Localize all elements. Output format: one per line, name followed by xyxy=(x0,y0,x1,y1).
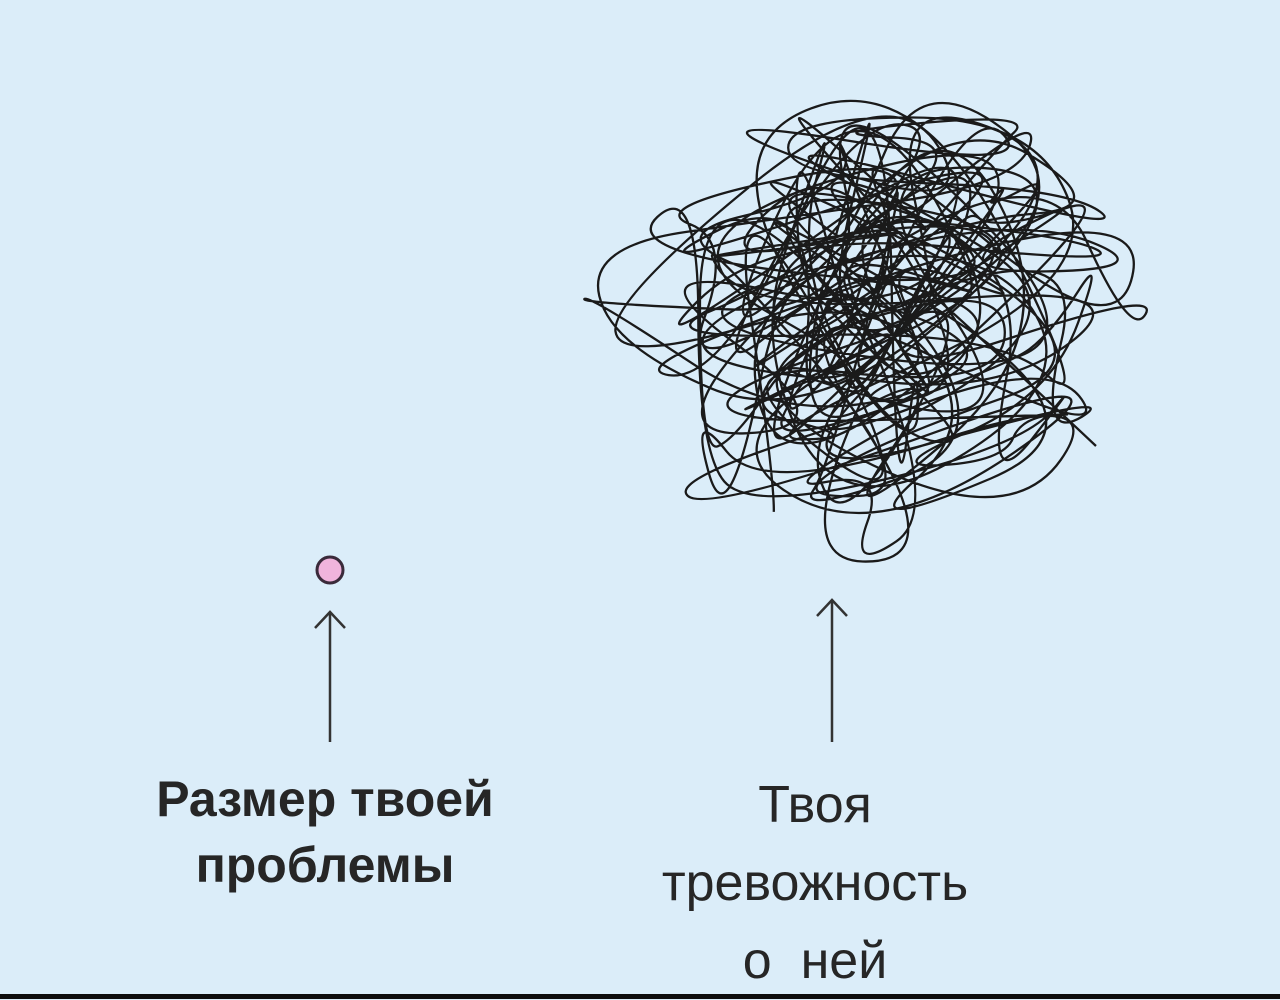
anxiety-scribble xyxy=(583,99,1148,563)
anxiety-label-line2: тревожность xyxy=(661,854,969,912)
problem-size-label: Размер твоей проблемы xyxy=(95,766,555,898)
bottom-border xyxy=(0,994,1280,999)
anxiety-label-line3: о ней xyxy=(742,932,888,990)
problem-dot xyxy=(315,555,345,585)
problem-label-line2: проблемы xyxy=(195,837,455,893)
problem-label-line1: Размер твоей xyxy=(156,771,494,827)
anxiety-label-line1: Твоя xyxy=(758,776,872,834)
right-arrow-icon xyxy=(816,598,848,742)
left-arrow-icon xyxy=(314,610,346,742)
anxiety-label: Твоя тревожность о ней xyxy=(580,766,1050,1000)
